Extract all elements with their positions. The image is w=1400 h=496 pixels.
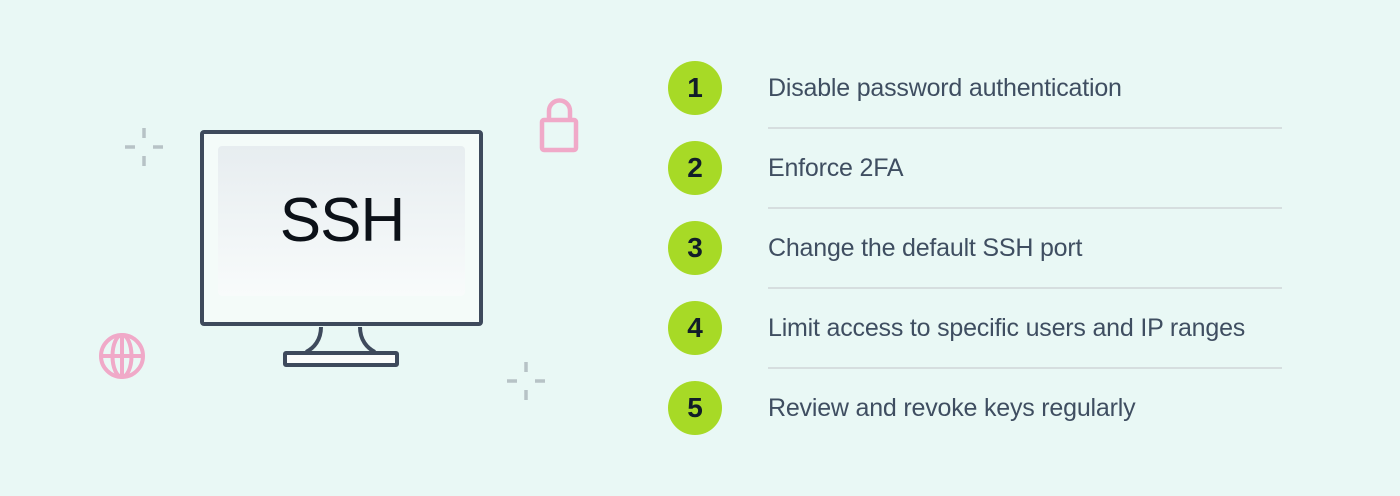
globe-icon <box>99 333 145 379</box>
divider <box>768 287 1282 289</box>
list-item: 2 Enforce 2FA <box>668 141 1290 209</box>
monitor-icon <box>200 130 483 367</box>
list-item: 4 Limit access to specific users and IP … <box>668 301 1290 369</box>
step-label: Limit access to specific users and IP ra… <box>768 313 1246 342</box>
monitor-screen-label: SSH <box>279 186 405 255</box>
step-label: Disable password authentication <box>768 73 1122 102</box>
divider <box>768 127 1282 129</box>
ssh-illustration <box>99 98 579 400</box>
step-label: Review and revoke keys regularly <box>768 393 1136 422</box>
step-number-badge: 2 <box>668 141 722 195</box>
divider <box>768 207 1282 209</box>
lock-icon <box>539 98 579 153</box>
step-number-badge: 3 <box>668 221 722 275</box>
list-item: 1 Disable password authentication <box>668 61 1290 129</box>
step-number-badge: 4 <box>668 301 722 355</box>
best-practices-list: 1 Disable password authentication 2 Enfo… <box>668 61 1290 435</box>
list-item: 5 Review and revoke keys regularly <box>668 381 1290 435</box>
divider <box>768 367 1282 369</box>
crosshair-icon <box>125 128 163 166</box>
list-item: 3 Change the default SSH port <box>668 221 1290 289</box>
step-number-badge: 5 <box>668 381 722 435</box>
step-label: Enforce 2FA <box>768 153 904 182</box>
crosshair-icon <box>507 362 545 400</box>
step-label: Change the default SSH port <box>768 233 1083 262</box>
step-number-badge: 1 <box>668 61 722 115</box>
